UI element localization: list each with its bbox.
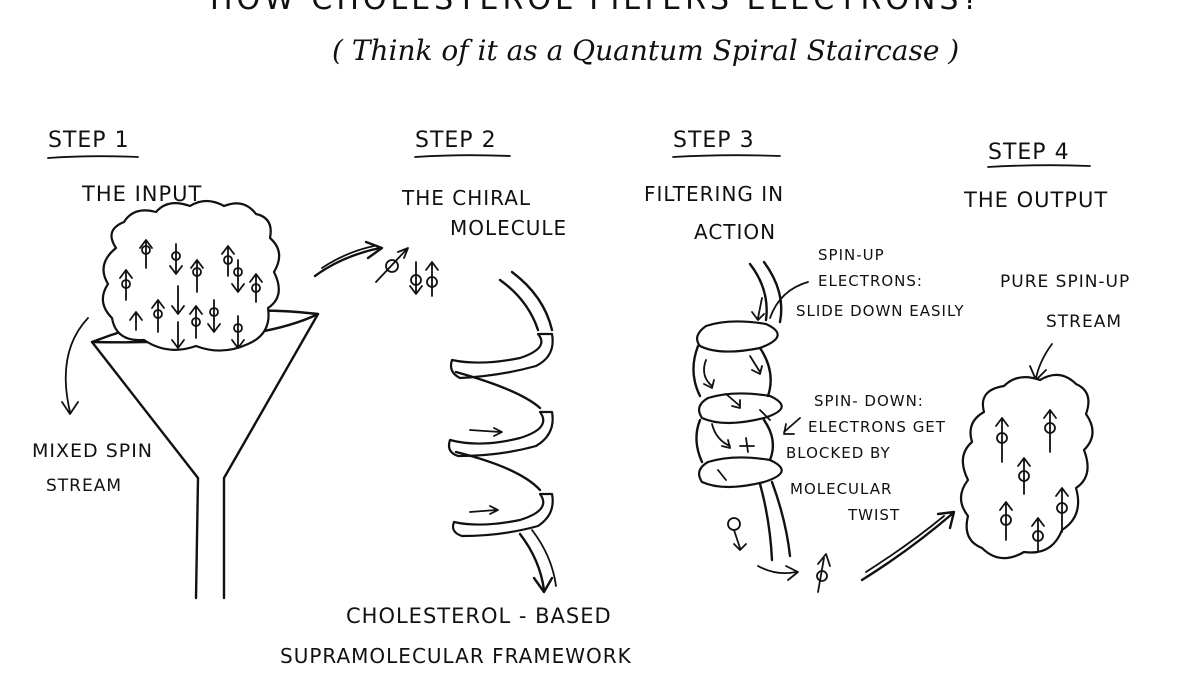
spin-up-label-line-1: SPIN-UP	[818, 246, 885, 264]
electron-pair-icon	[376, 248, 438, 296]
filtered-electrons	[728, 518, 830, 592]
step-2-heading-line-1: THE CHIRAL	[402, 186, 531, 210]
spin-down-label-line-2: ELECTRONS GET	[808, 418, 946, 436]
framework-label-line-1: CHOLESTEROL - BASED	[346, 604, 612, 628]
step-4-label: STEP 4	[988, 140, 1070, 165]
step-2-underline	[415, 155, 510, 157]
spin-down-label-line-1: SPIN- DOWN:	[814, 392, 924, 410]
mixed-spin-label-line-1: MIXED SPIN	[32, 440, 153, 462]
spin-up-label-line-2: ELECTRONS:	[818, 272, 923, 290]
mixed-spin-arrow	[62, 318, 88, 414]
step-2-label: STEP 2	[415, 128, 497, 153]
step-4-heading: THE OUTPUT	[964, 188, 1108, 212]
pure-stream-arrow	[1030, 344, 1052, 380]
step-1-heading: THE INPUT	[82, 182, 202, 206]
pure-stream-label-line-2: STREAM	[1046, 312, 1122, 332]
step-3-heading-line-1: FILTERING IN	[644, 182, 784, 206]
spin-down-label-line-3: BLOCKED BY	[786, 444, 891, 462]
chiral-helix-icon	[449, 272, 556, 592]
spin-down-label-line-5: TWIST	[848, 506, 900, 524]
spin-down-label-line-4: MOLECULAR	[790, 480, 892, 498]
page-subtitle: ( Think of it as a Quantum Spiral Stairc…	[332, 34, 959, 67]
step-3-heading-line-2: ACTION	[694, 220, 776, 244]
step-2-heading-line-2: MOLECULE	[450, 216, 567, 240]
step-1-underline	[48, 156, 138, 158]
pure-electron-cloud	[961, 375, 1093, 558]
mixed-spin-label-line-2: STREAM	[46, 476, 122, 496]
step-3-underline	[673, 155, 780, 157]
step-1-label: STEP 1	[48, 128, 130, 153]
spin-up-label-line-3: SLIDE DOWN EASILY	[796, 302, 965, 320]
step-4-underline	[988, 165, 1090, 167]
step-3-label: STEP 3	[673, 128, 755, 153]
framework-label-line-2: SUPRAMOLECULAR FRAMEWORK	[280, 644, 632, 668]
page-title: HOW CHOLESTEROL FILTERS ELECTRONS?	[210, 0, 982, 17]
pure-stream-label-line-1: PURE SPIN-UP	[1000, 272, 1130, 292]
